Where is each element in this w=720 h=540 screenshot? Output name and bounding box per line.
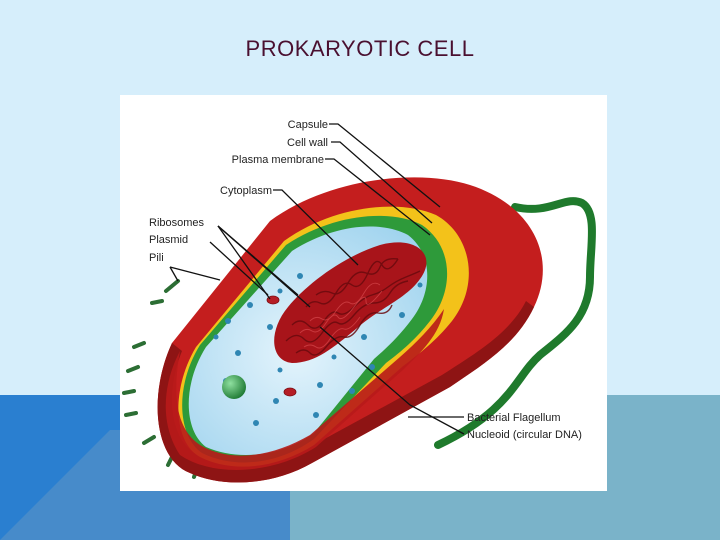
storage-granule	[222, 375, 246, 399]
capsule-shadow	[157, 301, 534, 483]
flagellum	[434, 197, 596, 449]
capsule-front-rim	[165, 309, 444, 470]
leader-lines	[169, 123, 465, 435]
label-cell-wall: Cell wall	[287, 137, 328, 149]
label-plasmid: Plasmid	[149, 234, 188, 246]
prokaryotic-cell-illustration: Capsule Cell wall Plasma membrane Cytopl…	[122, 119, 596, 483]
label-capsule: Capsule	[288, 119, 328, 131]
label-pili: Pili	[149, 252, 164, 264]
nucleoid	[274, 242, 427, 363]
cell-diagram: Capsule Cell wall Plasma membrane Cytopl…	[120, 95, 607, 491]
label-plasma-membrane: Plasma membrane	[232, 154, 324, 166]
label-flagellum: Bacterial Flagellum	[467, 412, 561, 424]
label-nucleoid: Nucleoid (circular DNA)	[467, 429, 582, 441]
label-ribosomes: Ribosomes	[149, 217, 205, 229]
slide-title: PROKARYOTIC CELL	[245, 36, 475, 61]
label-cytoplasm: Cytoplasm	[220, 185, 272, 197]
